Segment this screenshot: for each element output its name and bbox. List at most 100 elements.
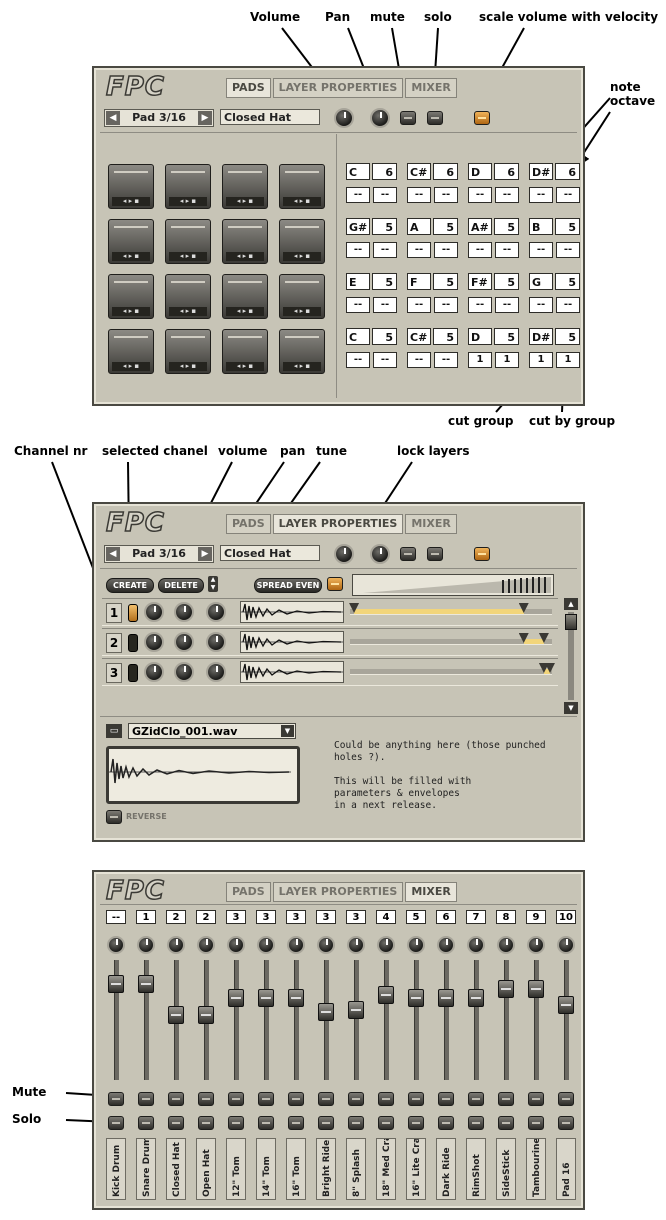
channel-volume-fader[interactable] [498,980,514,999]
note-field[interactable]: D# [529,328,553,345]
cut-by-group-field[interactable]: -- [373,297,397,313]
channel-number[interactable]: 8 [496,910,516,924]
octave-field[interactable]: 5 [433,328,458,345]
channel-mute-button[interactable] [498,1092,514,1106]
channel-volume-fader[interactable] [378,985,394,1004]
note-field[interactable]: D [468,163,492,180]
velocity-high-handle[interactable] [518,603,529,613]
channel-mute-button[interactable] [168,1092,184,1106]
delete-layer-button[interactable]: DELETE [158,578,204,593]
note-field[interactable]: E [346,273,370,290]
drum-pad[interactable] [165,164,211,209]
channel-number[interactable]: 3 [226,910,246,924]
channel-number[interactable]: 9 [526,910,546,924]
octave-field[interactable]: 5 [555,328,580,345]
channel-number[interactable]: 3 [256,910,276,924]
channel-volume-fader[interactable] [138,975,154,994]
drum-pad[interactable] [165,219,211,264]
tab-layer-properties[interactable]: LAYER PROPERTIES [272,78,404,98]
channel-solo-button[interactable] [318,1116,334,1130]
channel-solo-button[interactable] [438,1116,454,1130]
channel-solo-button[interactable] [198,1116,214,1130]
solo-button[interactable] [427,547,443,561]
pad-name-field[interactable]: Closed Hat [220,109,320,125]
channel-mute-button[interactable] [468,1092,484,1106]
note-field[interactable]: A# [468,218,492,235]
drum-pad[interactable] [108,274,154,319]
cut-by-group-field[interactable]: -- [495,242,519,258]
velocity-high-handle[interactable] [538,633,549,643]
octave-field[interactable]: 6 [372,163,397,180]
create-layer-button[interactable]: CREATE [106,578,154,593]
layer-tune-knob[interactable] [206,632,226,652]
channel-solo-button[interactable] [558,1116,574,1130]
channel-number[interactable]: 6 [436,910,456,924]
channel-pan-knob[interactable] [317,936,335,954]
octave-field[interactable]: 6 [433,163,458,180]
drum-pad[interactable] [165,329,211,374]
note-field[interactable]: B [529,218,553,235]
cut-group-field[interactable]: -- [468,187,492,203]
pan-knob[interactable] [370,544,390,564]
tab-layer-properties[interactable]: LAYER PROPERTIES [272,514,404,534]
cut-group-field[interactable]: 1 [529,352,553,368]
cut-by-group-field[interactable]: -- [373,242,397,258]
velocity-low-handle[interactable] [518,633,529,643]
pan-knob[interactable] [370,108,390,128]
channel-number[interactable]: 1 [136,910,156,924]
fader-track[interactable] [114,960,119,1080]
cut-by-group-field[interactable]: -- [556,187,580,203]
fader-track[interactable] [234,960,239,1080]
drum-pad[interactable] [108,164,154,209]
cut-by-group-field[interactable]: -- [373,352,397,368]
channel-mute-button[interactable] [198,1092,214,1106]
channel-volume-fader[interactable] [468,988,484,1007]
octave-field[interactable]: 5 [494,218,519,235]
channel-number[interactable]: 7 [466,910,486,924]
fader-track[interactable] [144,960,149,1080]
channel-pan-knob[interactable] [197,936,215,954]
channel-mute-button[interactable] [378,1092,394,1106]
solo-button[interactable] [427,111,443,125]
velocity-high-handle[interactable] [544,663,555,673]
note-field[interactable]: G# [346,218,370,235]
channel-pan-knob[interactable] [377,936,395,954]
fader-track[interactable] [444,960,449,1080]
layer-pan-knob[interactable] [174,602,194,622]
fader-track[interactable] [384,960,389,1080]
octave-field[interactable]: 6 [494,163,519,180]
scale-velocity-button[interactable] [474,111,490,125]
drum-pad[interactable] [222,274,268,319]
layer-pan-knob[interactable] [174,662,194,682]
fader-track[interactable] [564,960,569,1080]
spread-even-button[interactable]: SPREAD EVEN [254,578,322,593]
drum-pad[interactable] [165,274,211,319]
drum-pad[interactable] [108,329,154,374]
velocity-low-handle[interactable] [538,663,549,673]
cut-group-field[interactable]: -- [407,187,431,203]
fader-track[interactable] [504,960,509,1080]
cut-group-field[interactable]: 1 [468,352,492,368]
tab-pads[interactable]: PADS [226,514,271,534]
cut-by-group-field[interactable]: -- [373,187,397,203]
prev-pad-button[interactable]: ◀ [106,111,120,125]
channel-solo-button[interactable] [528,1116,544,1130]
next-pad-button[interactable]: ▶ [198,111,212,125]
note-field[interactable]: C# [407,328,431,345]
channel-solo-button[interactable] [168,1116,184,1130]
pad-name-field[interactable]: Closed Hat [220,545,320,561]
cut-group-field[interactable]: -- [346,297,370,313]
channel-solo-button[interactable] [348,1116,364,1130]
channel-pan-knob[interactable] [167,936,185,954]
channel-number[interactable]: 5 [406,910,426,924]
channel-solo-button[interactable] [108,1116,124,1130]
lock-layers-button[interactable] [327,577,343,591]
cut-by-group-field[interactable]: 1 [495,352,519,368]
scroll-track[interactable] [568,612,574,700]
channel-pan-knob[interactable] [407,936,425,954]
tab-pads[interactable]: PADS [226,882,271,902]
drum-pad[interactable] [222,164,268,209]
folder-icon[interactable]: ▭ [106,724,122,738]
channel-volume-fader[interactable] [258,988,274,1007]
channel-volume-fader[interactable] [408,988,424,1007]
